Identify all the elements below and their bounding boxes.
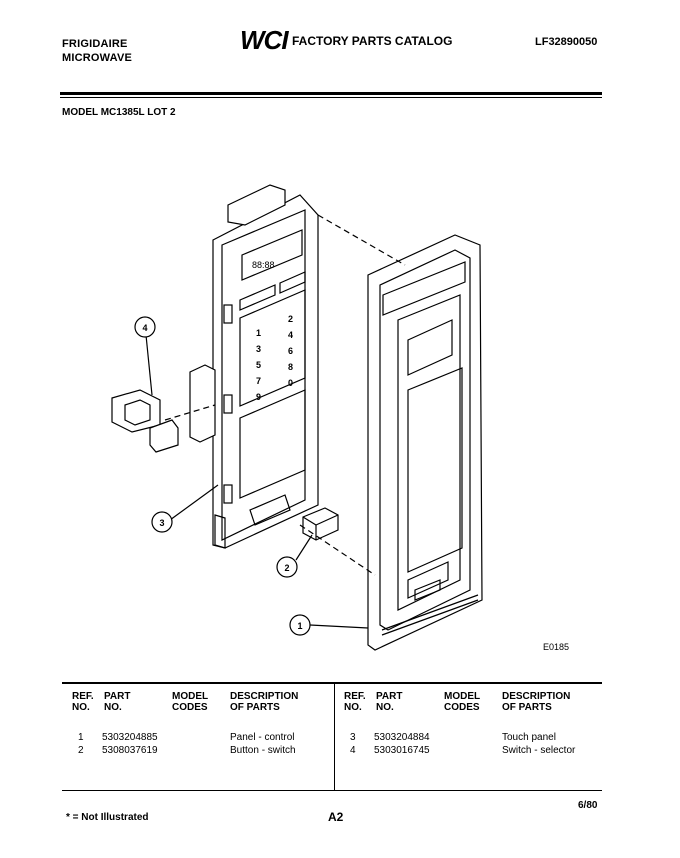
callout-1: 1 (297, 621, 302, 631)
catalog-date: 6/80 (578, 800, 598, 811)
control-panel-part (367, 234, 483, 651)
selector-switch-part (111, 364, 216, 453)
not-illustrated-note: * = Not Illustrated (66, 812, 149, 823)
keypad-digit: 6 (288, 346, 293, 356)
page-number: A2 (328, 810, 344, 824)
table-cell-desc: Touch panel (502, 732, 556, 743)
table-top-rule (62, 682, 602, 684)
callout-4: 4 (142, 323, 147, 333)
product-type: MICROWAVE (62, 52, 133, 64)
brand-name: FRIGIDAIRE (62, 38, 128, 50)
table-divider (334, 684, 335, 790)
keypad-digit: 0 (288, 378, 293, 388)
button-switch-part (302, 507, 339, 541)
keypad-digit: 3 (256, 344, 261, 354)
callout-3: 3 (159, 518, 164, 528)
model-number: MODEL MC1385L LOT 2 (62, 107, 176, 118)
header-rule-thin (60, 97, 602, 98)
table-cell-part: 5303204884 (374, 732, 430, 743)
table-cell-desc: Button - switch (230, 745, 296, 756)
table-cell-desc: Switch - selector (502, 745, 576, 756)
keypad-digit: 4 (288, 330, 293, 340)
exploded-parts-diagram: 1 2 3 4 5 6 7 8 9 0 88:88 4 3 2 1 E0185 (111, 184, 569, 652)
table-cell-ref: 3 (350, 732, 356, 743)
table-cell-part: 5308037619 (102, 745, 158, 756)
wci-logo: WCI (240, 25, 289, 55)
table-cell-part: 5303204885 (102, 732, 158, 743)
keypad-digit: 5 (256, 360, 261, 370)
catalog-number: LF32890050 (535, 36, 598, 48)
keypad-digit: 7 (256, 376, 261, 386)
catalog-title: FACTORY PARTS CATALOG (292, 34, 453, 48)
keypad-digit: 2 (288, 314, 293, 324)
diagram-code: E0185 (543, 642, 569, 652)
table-cell-ref: 4 (350, 745, 356, 756)
table-cell-ref: 1 (78, 732, 84, 743)
header-ref: REF.NO. (344, 691, 366, 713)
table-cell-part: 5303016745 (374, 745, 430, 756)
callout-2: 2 (284, 563, 289, 573)
keypad-digit: 8 (288, 362, 293, 372)
table-cell-ref: 2 (78, 745, 84, 756)
header-rule (60, 92, 602, 95)
touch-panel-part (212, 184, 319, 549)
table-cell-desc: Panel - control (230, 732, 295, 743)
keypad-digit: 1 (256, 328, 261, 338)
table-bottom-rule (62, 790, 602, 791)
keypad-digit: 9 (256, 392, 261, 402)
header-ref: REF.NO. (72, 691, 94, 713)
display-readout: 88:88 (252, 260, 275, 270)
